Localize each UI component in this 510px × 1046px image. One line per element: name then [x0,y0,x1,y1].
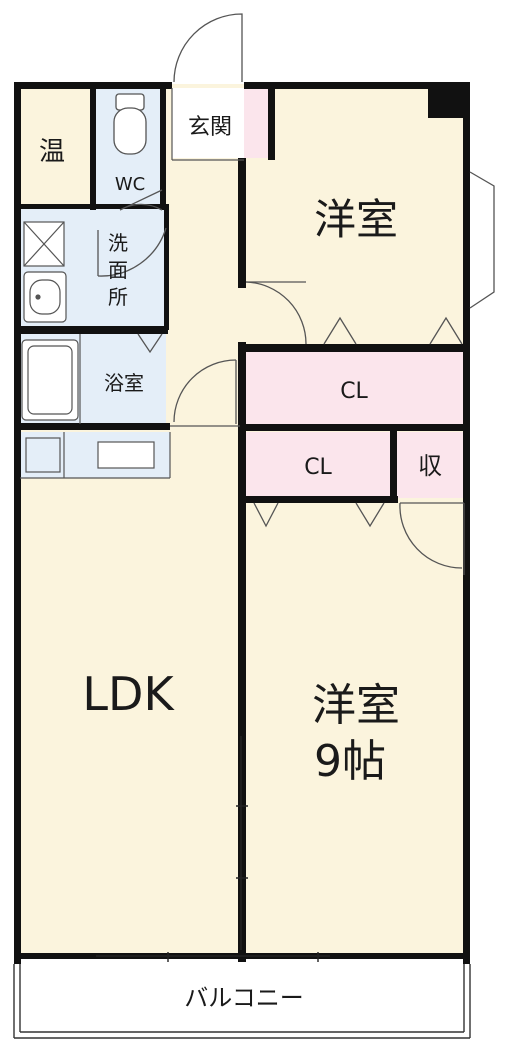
doors [97,13,495,569]
closet-top-floor [244,352,466,424]
kitchen-counter-icon [25,437,155,473]
entrance-closet [244,88,270,158]
storage-label: 収 [418,452,442,480]
storage-floor [396,432,464,498]
bathtub-icon [21,339,79,421]
thin-lines [20,88,465,575]
balcony-floor [14,958,470,1036]
washing-machine-icon [23,221,65,267]
bedroom-top-label: 洋室 [314,195,398,244]
balcony-label: バルコニー [184,984,304,1012]
heater-label: 温 [39,137,65,167]
entrance-label: 玄関 [188,115,232,140]
entrance-floor [172,88,244,158]
closet-mid-floor [244,432,390,498]
closet-mid-label: CL [304,455,332,480]
washroom-label: 洗 面 所 [108,231,128,309]
ldk-label: LDK [82,667,175,721]
svg-text:面: 面 [108,258,128,282]
balcony-window [96,952,330,962]
svg-text:洗: 洗 [108,231,128,255]
bathroom-label: 浴室 [104,371,144,395]
sliding-partition [236,736,248,950]
closet-top-label: CL [340,379,368,404]
balcony-outline [13,964,471,1039]
inner-walls [14,82,470,962]
bedroom-bottom-size: 9帖 [314,736,386,787]
bedroom-bottom-name: 洋室 [312,680,400,731]
wash-basin-icon [23,271,67,323]
toilet-icon [113,93,147,155]
wc-label: WC [115,174,145,195]
svg-text:所: 所 [108,285,128,309]
